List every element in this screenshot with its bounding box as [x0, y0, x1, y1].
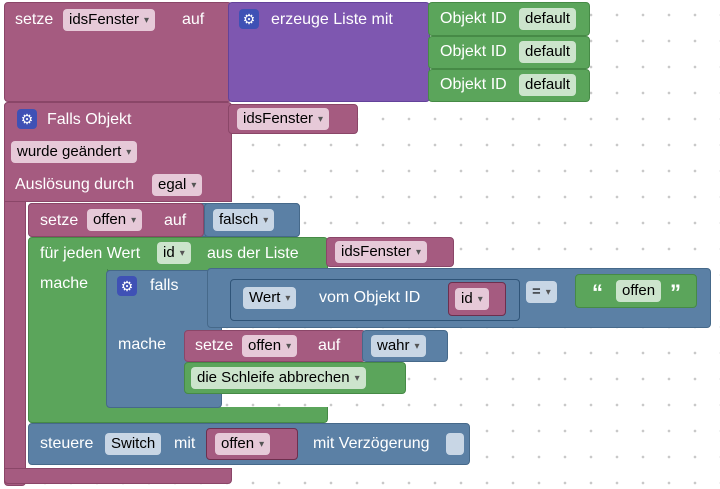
list-variable-block[interactable]: idsFenster ▾ — [326, 237, 454, 267]
break-dropdown[interactable]: die Schleife abbrechen ▾ — [191, 367, 366, 389]
chevron-down-icon: ▾ — [414, 341, 420, 352]
chevron-down-icon: ▾ — [477, 294, 483, 305]
variable-dropdown[interactable]: offen ▾ — [215, 433, 271, 455]
to-label: auf — [182, 11, 205, 28]
object-id-label: Objekt ID — [440, 43, 507, 60]
for-each-loop-block[interactable]: für jeden Wert id ▾ aus der Liste — [28, 237, 328, 271]
object-selector-block[interactable]: idsFenster ▾ — [228, 104, 358, 134]
changed-value: wurde geändert — [17, 143, 122, 160]
trigger-block[interactable]: ⚙ Falls Objekt wurde geändert ▾ Auslösung… — [4, 102, 232, 202]
chevron-down-icon: ▾ — [286, 341, 292, 352]
set-label: setze — [40, 212, 79, 229]
variable-dropdown[interactable]: offen ▾ — [242, 335, 298, 357]
string-input[interactable]: offen — [616, 280, 662, 302]
chevron-down-icon: ▾ — [126, 147, 132, 158]
set-offen-true-block[interactable]: setze offen ▾ auf — [184, 330, 366, 362]
variable-name: offen — [93, 211, 127, 228]
id-variable-dropdown[interactable]: id ▾ — [455, 288, 489, 310]
gear-icon[interactable]: ⚙ — [17, 109, 37, 129]
chevron-down-icon: ▾ — [131, 215, 137, 226]
set-variable-block[interactable]: setze idsFenster ▾ auf — [4, 2, 232, 102]
variable-name: offen — [248, 337, 282, 354]
chevron-down-icon: ▾ — [191, 180, 197, 191]
boolean-false-block[interactable]: falsch ▾ — [204, 203, 300, 237]
object-id-block-1[interactable]: Objekt ID default — [428, 2, 590, 36]
chevron-down-icon: ▾ — [545, 287, 551, 298]
chevron-down-icon: ▾ — [144, 15, 150, 26]
object-id-block-2[interactable]: Objekt ID default — [428, 36, 590, 69]
set-label: setze — [195, 337, 234, 354]
delay-label: mit Verzögerung — [313, 435, 430, 452]
list-variable-dropdown[interactable]: idsFenster ▾ — [335, 241, 428, 263]
id-variable: id — [461, 290, 473, 307]
quote-close-icon: ” — [670, 280, 681, 305]
chevron-down-icon: ▾ — [285, 293, 291, 304]
chevron-down-icon: ▾ — [354, 373, 360, 384]
create-list-block[interactable]: ⚙ erzeuge Liste mit — [228, 2, 430, 102]
from-list-label: aus der Liste — [207, 245, 299, 262]
chevron-down-icon: ▾ — [416, 247, 422, 258]
set-offen-block[interactable]: setze offen ▾ auf — [28, 203, 204, 237]
object-id-value[interactable]: default — [519, 41, 577, 63]
boolean-dropdown[interactable]: falsch ▾ — [213, 209, 275, 231]
object-id-label: Objekt ID — [440, 10, 507, 27]
with-label: mit — [174, 435, 196, 452]
gear-icon[interactable]: ⚙ — [117, 276, 137, 296]
boolean-true-block[interactable]: wahr ▾ — [362, 330, 448, 362]
object-id-block-3[interactable]: Objekt ID default — [428, 69, 590, 102]
boolean-dropdown[interactable]: wahr ▾ — [371, 335, 426, 357]
changed-dropdown[interactable]: wurde geändert ▾ — [11, 141, 138, 163]
trigger-label: Falls Objekt — [47, 111, 132, 128]
variable-name: offen — [221, 435, 255, 452]
object-id-label: Objekt ID — [440, 76, 507, 93]
to-label: auf — [164, 212, 187, 229]
value-type: Wert — [249, 289, 281, 306]
loop-variable: id — [163, 244, 175, 261]
boolean-value: wahr — [377, 337, 410, 354]
object-dropdown[interactable]: idsFenster ▾ — [237, 108, 330, 130]
trigger-block-foot — [4, 468, 232, 484]
chevron-down-icon: ▾ — [259, 439, 265, 450]
delay-checkbox[interactable] — [446, 433, 464, 455]
create-list-label: erzeuge Liste mit — [271, 11, 393, 28]
id-variable-block[interactable]: id ▾ — [448, 282, 506, 316]
object-id-value[interactable]: default — [519, 8, 577, 30]
break-value: die Schleife abbrechen — [197, 369, 350, 386]
control-label: steuere — [40, 435, 94, 452]
variable-dropdown[interactable]: offen ▾ — [87, 209, 143, 231]
of-object-label: vom Objekt ID — [319, 289, 421, 306]
object-name: idsFenster — [243, 110, 314, 127]
chevron-down-icon: ▾ — [179, 248, 185, 259]
boolean-value: falsch — [219, 211, 259, 228]
chevron-down-icon: ▾ — [263, 215, 269, 226]
break-loop-block[interactable]: die Schleife abbrechen ▾ — [184, 362, 406, 394]
set-label: setze — [15, 11, 54, 28]
trigger-by-value: egal — [158, 176, 187, 193]
do-label: mache — [40, 275, 89, 292]
if-do-label: mache — [118, 336, 167, 353]
if-label: falls — [150, 277, 179, 294]
operator-dropdown[interactable]: =▾ — [526, 281, 557, 303]
list-variable: idsFenster — [341, 243, 412, 260]
trigger-by-label: Auslösung durch — [15, 176, 135, 193]
operator-value: = — [532, 283, 541, 300]
for-each-label: für jeden Wert — [40, 245, 141, 262]
control-variable-block[interactable]: offen ▾ — [206, 428, 298, 460]
device-field[interactable]: Switch — [105, 433, 162, 455]
trigger-by-dropdown[interactable]: egal ▾ — [152, 174, 203, 196]
value-type-dropdown[interactable]: Wert ▾ — [243, 287, 297, 309]
for-each-loop-foot — [28, 407, 328, 423]
for-each-loop-body-rail: mache — [28, 269, 108, 423]
quote-open-icon: “ — [592, 280, 603, 305]
variable-name: idsFenster — [69, 11, 140, 28]
to-label: auf — [318, 337, 341, 354]
variable-dropdown[interactable]: idsFenster ▾ — [63, 9, 156, 31]
chevron-down-icon: ▾ — [318, 114, 324, 125]
object-id-value[interactable]: default — [519, 74, 577, 96]
string-literal-block[interactable]: “ offen ” — [575, 274, 697, 308]
gear-icon[interactable]: ⚙ — [239, 9, 259, 29]
loop-variable-dropdown[interactable]: id ▾ — [157, 242, 191, 264]
